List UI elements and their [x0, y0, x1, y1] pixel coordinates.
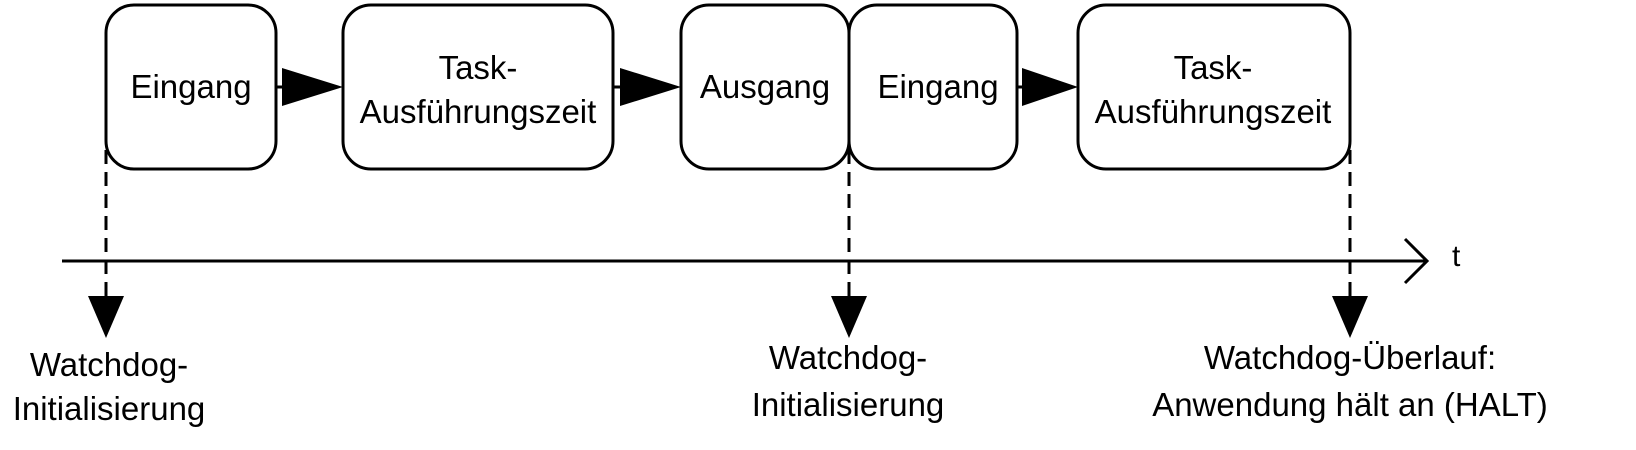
watchdog-marker-line-1	[88, 150, 124, 338]
phase-box-label: Eingang	[130, 68, 251, 105]
phase-boxes: Eingang Task- Ausführungszeit Ausgang Ei…	[104, 3, 1352, 171]
phase-box-eingang-2: Eingang	[847, 3, 1019, 171]
phase-box-task-1: Task- Ausführungszeit	[341, 3, 615, 171]
watchdog-label-line-2: Initialisierung	[13, 390, 206, 427]
connector-arrowhead	[1022, 68, 1078, 106]
watchdog-labels: Watchdog- Initialisierung Watchdog- Init…	[13, 339, 1548, 427]
connector-arrowhead	[282, 68, 343, 106]
phase-box-task-2: Task- Ausführungszeit	[1076, 3, 1352, 171]
phase-box-label: Eingang	[877, 68, 998, 105]
watchdog-label-line-2: Initialisierung	[752, 386, 945, 423]
watchdog-marker-line-3	[1332, 150, 1368, 338]
watchdog-overflow-label-line-1: Watchdog-Überlauf:	[1204, 339, 1496, 376]
connector-eingang-to-task-2	[1017, 68, 1078, 106]
box-connectors	[276, 68, 1078, 106]
phase-box-eingang-1: Eingang	[104, 3, 278, 171]
phase-box-ausgang: Ausgang	[679, 3, 851, 171]
phase-box-label-line-1: Task-	[1174, 49, 1253, 86]
marker-arrowhead	[831, 296, 867, 338]
time-axis-arrowhead	[1403, 237, 1430, 285]
watchdog-label-line-1: Watchdog-	[30, 346, 188, 383]
connector-task-to-ausgang	[613, 68, 681, 106]
connector-eingang-to-task-1	[276, 68, 343, 106]
phase-box-label-line-2: Ausführungszeit	[1095, 93, 1332, 130]
watchdog-label-1: Watchdog- Initialisierung	[13, 346, 206, 427]
watchdog-marker-line-2	[831, 150, 867, 338]
marker-arrowhead	[1332, 296, 1368, 338]
marker-arrowhead	[88, 296, 124, 338]
phase-box-label-line-1: Task-	[439, 49, 518, 86]
phase-box-label-line-2: Ausführungszeit	[360, 93, 597, 130]
watchdog-label-2: Watchdog- Initialisierung	[752, 339, 945, 423]
time-axis: t	[62, 237, 1461, 285]
watchdog-marker-lines	[88, 150, 1368, 338]
phase-box-label: Ausgang	[700, 68, 830, 105]
connector-arrowhead	[620, 68, 681, 106]
time-axis-label: t	[1452, 240, 1461, 273]
watchdog-overflow-label-line-2: Anwendung hält an (HALT)	[1152, 386, 1548, 423]
watchdog-label-line-1: Watchdog-	[769, 339, 927, 376]
watchdog-label-3: Watchdog-Überlauf: Anwendung hält an (HA…	[1152, 339, 1548, 423]
